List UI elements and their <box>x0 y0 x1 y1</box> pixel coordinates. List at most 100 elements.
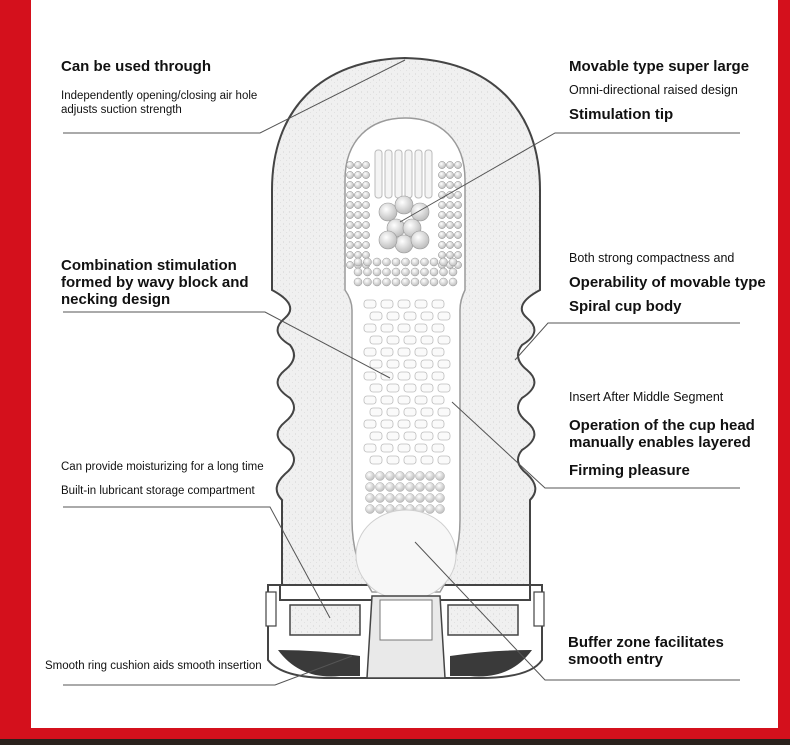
tip-ridge <box>394 149 403 199</box>
tip-side-nub <box>354 181 362 189</box>
wavy-block <box>437 359 451 369</box>
wavy-block <box>397 323 411 333</box>
leader-buffer <box>414 541 740 681</box>
wavy-block <box>369 383 383 393</box>
label-combo-line3: necking design <box>61 291 171 308</box>
neck-nub <box>372 277 382 287</box>
wavy-block-pattern <box>363 299 451 514</box>
lower-nub <box>405 493 415 503</box>
tip-side-nub <box>362 231 370 239</box>
wavy-block <box>380 299 394 309</box>
wavy-block <box>397 419 411 429</box>
label-buffer-line2: smooth entry <box>568 651 664 668</box>
wavy-block <box>414 299 428 309</box>
neck-nub <box>410 277 420 287</box>
lower-nub <box>425 504 435 514</box>
tip-side-nub <box>454 241 462 249</box>
neck-nub <box>420 267 429 277</box>
wavy-block <box>380 419 394 429</box>
tip-side-nub <box>446 221 454 229</box>
tip-side-nub <box>346 251 354 259</box>
wavy-block <box>369 335 383 345</box>
label-insert-line3: manually enables layered <box>569 434 751 451</box>
lower-nub <box>415 493 425 503</box>
neck-nub <box>353 267 363 277</box>
tip-side-nub <box>346 201 354 209</box>
tip-side-nub <box>438 211 446 219</box>
tip-side-nub <box>362 221 370 229</box>
wavy-block <box>431 443 445 453</box>
frame-bottom-bar <box>0 728 790 739</box>
wavy-block <box>420 407 434 417</box>
tip-side-nub <box>354 241 362 249</box>
lower-nub <box>415 471 425 481</box>
tip-side-nub <box>362 171 370 179</box>
lower-nub <box>435 504 445 514</box>
frame-right-bar <box>778 0 790 745</box>
wavy-block <box>431 299 445 309</box>
tip-side-nub <box>438 241 446 249</box>
wavy-block <box>369 455 383 465</box>
wavy-block <box>431 347 445 357</box>
tip-side-nub <box>454 231 462 239</box>
bottom-photo-strip <box>0 739 790 745</box>
wavy-block <box>420 335 434 345</box>
neck-nub <box>391 267 401 277</box>
tip-side-nub <box>346 261 354 269</box>
label-spiral-line2: Operability of movable type <box>569 274 766 291</box>
tip-side-nub <box>438 161 446 169</box>
wavy-block <box>397 299 411 309</box>
tip-side-nub <box>446 211 454 219</box>
neck-nub <box>448 257 458 267</box>
tip-side-nub <box>446 161 454 169</box>
wavy-block <box>403 455 417 465</box>
wavy-block <box>369 311 383 321</box>
tip-ball-nub <box>410 202 430 222</box>
label-buffer-line1: Buffer zone facilitates <box>568 634 724 651</box>
wavy-block <box>420 311 434 321</box>
neck-nub <box>353 257 363 267</box>
lower-nub <box>375 482 385 492</box>
lower-nub <box>435 471 445 481</box>
tip-side-nub <box>354 201 362 209</box>
lower-nub <box>385 493 395 503</box>
wavy-block <box>420 455 434 465</box>
tip-side-nub <box>346 191 354 199</box>
wavy-block <box>386 359 400 369</box>
wavy-block <box>397 395 411 405</box>
label-lube-line2: Built-in lubricant storage compartment <box>61 485 255 497</box>
tip-ridge <box>404 149 413 199</box>
tip-ridge <box>384 149 393 199</box>
tip-side-nub <box>362 161 370 169</box>
leader-air-hole <box>63 59 406 134</box>
neck-nub <box>353 277 363 287</box>
tip-side-nub <box>454 221 462 229</box>
tip-side-nub <box>346 161 354 169</box>
label-spiral-line3: Spiral cup body <box>569 298 682 315</box>
label-tip-line2: Omni-directional raised design <box>569 83 738 97</box>
lower-nub <box>415 482 425 492</box>
label-air-hole-desc-2: adjusts suction strength <box>61 104 182 116</box>
wavy-block <box>363 299 377 309</box>
wavy-block <box>380 443 394 453</box>
wavy-block <box>363 395 377 405</box>
tip-side-nub <box>454 171 462 179</box>
leader-insert <box>451 401 740 489</box>
lower-nub <box>375 471 385 481</box>
tip-side-nub <box>438 181 446 189</box>
label-insert-line2: Operation of the cup head <box>569 417 755 434</box>
label-combo-line2: formed by wavy block and <box>61 274 249 291</box>
neck-nub <box>391 257 401 267</box>
neck-nub <box>410 267 420 277</box>
neck-nub <box>372 267 382 277</box>
wavy-block <box>414 419 428 429</box>
wavy-block <box>380 323 394 333</box>
wavy-block <box>403 407 417 417</box>
neck-nub <box>363 267 372 277</box>
tip-side-nub <box>346 181 354 189</box>
neck-nub <box>401 257 410 267</box>
neck-nub <box>401 277 410 287</box>
wavy-block <box>369 431 383 441</box>
